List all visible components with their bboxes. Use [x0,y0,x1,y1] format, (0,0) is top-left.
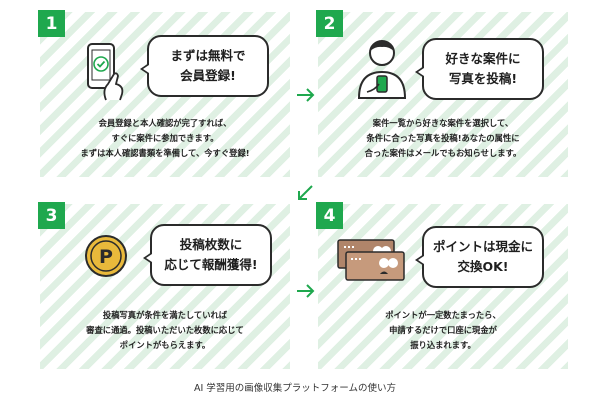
bubble-tail [143,252,152,264]
bubble-tail [415,254,424,266]
step-1-panel: 1 まずは無料で 会員登録! 会員登録と本人確認が完了すれば、 すぐに案件に参加… [38,10,290,177]
smartphone-check-icon [87,43,124,101]
step-1-number: 1 [38,10,65,37]
step-3-panel: 3 P 投稿枚数に 応じて報酬獲得! 投稿写真が条件を満たしていれば 審査に通過… [38,202,290,369]
step-1-title: まずは無料で 会員登録! [170,48,246,83]
step-3-description: 投稿写真が条件を満たしていれば 審査に通過。投稿いただいた枚数に応じて ポイント… [86,310,244,350]
bubble-tail [415,66,424,78]
step-3-title: 投稿枚数に 応じて報酬獲得! [164,237,258,272]
arrow-right-icon [297,88,315,102]
svg-text:P: P [99,246,113,268]
bubble-tail [140,63,149,75]
arrow-down-left-icon [298,185,313,200]
person-with-phone-icon [357,40,407,99]
step-4-description: ポイントが一定数たまったら、 申請するだけで口座に現金が 振り込まれます。 [385,310,501,350]
arrow-right-icon [297,284,315,298]
step-2-panel: 2 好きな案件に 写真を投稿! 案件一覧から好きな案件を選択して、 条件に合った… [316,10,568,177]
step-4-panel: 4 ポイントは現金に 交換OK! ポイントが一定数たまったら、 申請するだけで口… [316,202,568,369]
point-coin-icon: P [85,235,127,277]
step-4-bubble: ポイントは現金に 交換OK! [415,226,544,288]
step-4-number: 4 [316,202,343,229]
step-3-bubble: 投稿枚数に 応じて報酬獲得! [143,224,272,286]
figure-caption: AI 学習用の画像収集プラットフォームの使い方 [193,383,397,394]
step-2-title: 好きな案件に 写真を投稿! [445,51,521,86]
step-1-description: 会員登録と本人確認が完了すれば、 すぐに案件に参加できます。 まずは本人確認書類… [80,118,250,158]
step-4-title: ポイントは現金に 交換OK! [432,239,533,274]
step-2-description: 案件一覧から好きな案件を選択して、 条件に合った写真を投稿!あなたの属性に 合っ… [364,118,522,158]
step-2-bubble: 好きな案件に 写真を投稿! [415,38,544,100]
bank-cards-icon [337,239,405,281]
step-2-number: 2 [316,10,343,37]
step-1-bubble: まずは無料で 会員登録! [140,35,269,97]
step-3-number: 3 [38,202,65,229]
